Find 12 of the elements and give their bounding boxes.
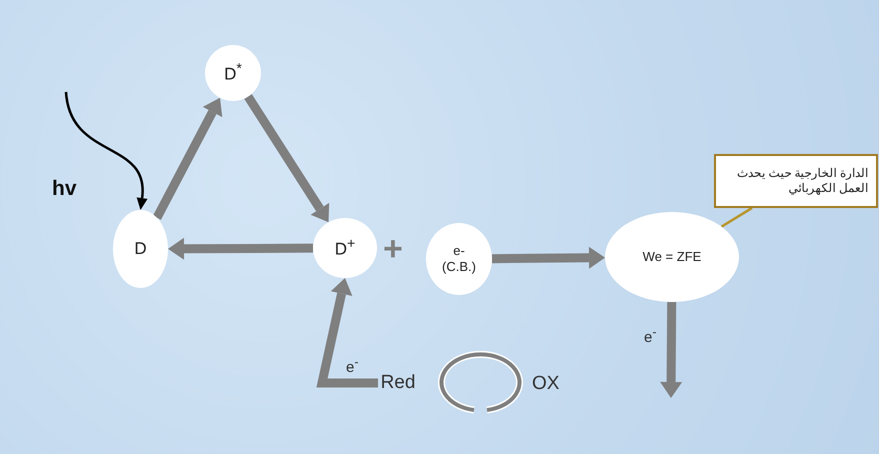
edge-label: e$^{-}$: [644, 326, 657, 345]
ellipse-node: D: [113, 210, 168, 288]
callout-box: الدارة الخارجية حيث يحدث العمل الكهربائي: [714, 154, 878, 208]
ellipse-node: D$^{*}$: [205, 45, 261, 101]
node-text: Red: [378, 371, 418, 395]
label-text: OX: [532, 374, 560, 393]
ellipse-node: D$^{+}$: [313, 218, 377, 278]
edge-label: hv: [52, 178, 77, 199]
edge-label: e$^{-}$: [346, 356, 359, 375]
ellipse-node: e- (C.B.): [426, 223, 492, 295]
plus-sign: +: [383, 232, 403, 266]
ellipse-node: We = ZFE: [605, 212, 739, 302]
